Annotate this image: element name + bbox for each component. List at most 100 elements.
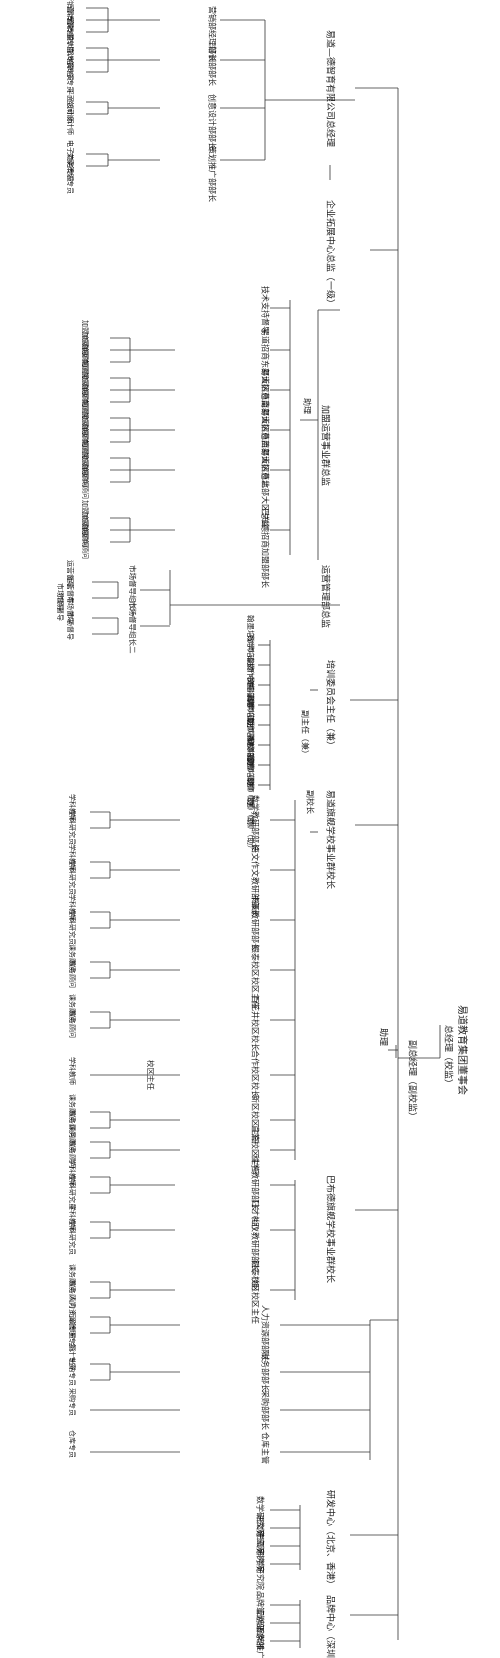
opsmgmt-leaf-1-0: 市场督导 [66,596,75,624]
ops-leaf-3-2: 加盟商顾问 [81,424,90,459]
ops-leaf-3-0: 加盟商顾问 [81,400,90,435]
trainer-2: 语文作文培训师（注）（师）（助） [246,655,256,768]
sub-ydcity-0: 营销部经理部长 [208,6,218,62]
school-leaf-1-1: 学科研究员 [68,860,77,895]
func-leaf-0-1: 行政专员 [68,1311,77,1339]
school-sub-note-5: 校区主任 [146,1060,156,1090]
trainer-1: 数学培训师（注）（师）（助） [246,635,256,733]
ops-leaf-2-1: 加盟商顾问 [81,372,90,407]
trainer-0: 翰墨培训师（注）（师）（助） [246,615,256,713]
ops-leaf-5-0: 加盟商顾问 [81,500,90,535]
school-leaf-7-1: 教务顾问 [68,1140,77,1168]
general-manager: 总经理（校监） [443,1025,455,1088]
babude-leaf-1-1: 学科研究员 [68,1220,77,1255]
trainer-5: 口才培训师（注）（师）（助） [246,715,256,813]
ops-sub-3: 易道招商西部大区总监 [261,408,271,488]
leaf-ydcity-0-2: 营销部专员 [66,18,75,53]
opsmgmt-extra-1: 市场督导 [56,593,65,621]
ops-leaf-5-1: 加盟商顾问 [81,512,90,547]
leaf-ydcity-1-2: 培训部专员 [66,58,75,93]
ops-leaf-1-2: 加盟商顾问 [81,344,90,379]
node-labels: 易道教育集团董事会总经理（校监）副总经理（副校监）助理易道—德智育有限公司总经理… [56,0,469,1658]
school-principal: 易道旗舰学校事业群校长 [325,790,337,889]
ops-leaf-3-1: 加盟商顾问 [81,412,90,447]
school-sub-0: 数学教研部部长 [251,795,261,851]
leaf-ydcity-0-0: 营销部专员 [66,0,75,29]
ops-sub-4: 易道招商北部大区总监 [261,448,271,528]
opsmgmt-leaf-0-1: 运营督导 [66,576,75,604]
school-leaf-4-1: 教务顾问 [68,1010,77,1038]
babude-sub-1: 口才礼仪教研部部长（组） [251,1200,261,1296]
sub-ydcity-3: 策划推广部部长 [208,146,218,202]
branch-expansion: 企业拓展中心总监（一级） [325,200,337,308]
school-leaf-0-0: 学科教师 [68,794,77,822]
school-sub-6: 新区校区主任 [251,1095,261,1143]
func-sub-0: 人力资源部部长 [261,1305,271,1361]
sub-ydcity-2: 创意设计部部长 [208,94,218,150]
school-leaf-6-0: 课务顾问 [68,1094,77,1122]
func-leaf-0-0: 人力资源管理专员 [68,1295,77,1351]
rnd-leaf-1: 语文研究院 [256,1514,266,1554]
leaf-ydcity-2-0: 平面设计师 [66,88,75,123]
babude-leaf-0-1: 学科研究员 [68,1175,77,1210]
school-sub-3: 银泰校区校区主任 [251,945,261,1009]
ops-leaf-1-0: 加盟商顾问 [81,320,90,355]
ops-leaf-4-1: 加盟商顾问 [81,452,90,487]
rnd-leaf-2: 书画研究院 [256,1532,266,1572]
leaf-ydcity-1-1: 培训部专员 [66,46,75,81]
brand-leaf-0: 品牌策划部 [256,1591,266,1631]
brand-center: 品牌中心（深圳） [325,1595,337,1658]
func-leaf-2-0: 采购专员 [68,1388,77,1416]
brand-leaf-2: 品牌推广部 [256,1627,266,1658]
babude-leaf-2-1: 教务顾问 [68,1280,77,1308]
school-leaf-6-1: 教务顾问 [68,1110,77,1138]
ops-director: 加盟运营事业群总监 [320,405,332,486]
trainer-4: 科学培训师（注）（师）（助） [246,695,256,793]
leaf-ydcity-2-1: 空间设计师 [66,100,75,135]
training-director: 培训委员会主任（兼） [325,660,337,750]
func-sub-2: 采购部部长 [261,1390,271,1430]
opsmgmt-group-0: 市场督导组长一 [128,565,138,618]
school-sub-7: 直营校区主任 [251,1125,261,1173]
school-leaf-5-0: 学科教师 [68,1057,77,1085]
trainer-7: 综合培训师（注）（师）（助） [246,755,256,853]
babude-leaf-0-0: 学科教师 [68,1159,77,1187]
babude-principal: 巴布德旗舰学校事业群校长 [325,1175,337,1283]
opsmgmt-leaf-1-1: 市场督导 [66,612,75,640]
leaf-ydcity-1-0: 培训部专员 [66,34,75,69]
sub-ydcity-1: 培训部部长 [208,46,218,86]
ops-sub-2: 易道招商南部大区总监 [261,368,271,448]
ops-leaf-2-2: 加盟商顾问 [81,384,90,419]
ops-sub-5: 巴布德招商加盟部部长 [261,508,271,588]
func-sub-3: 仓库主管 [261,1432,271,1464]
leaf-ydcity-3-1: 文案策划专员 [66,152,75,194]
babude-sub-2: 银泰校区校区主任 [251,1260,261,1324]
opsmgmt-leaf-0-0: 运营督导 [66,560,75,588]
babude-leaf-1-0: 学科教师 [68,1204,77,1232]
ops-leaf-5-2: 加盟商顾问 [81,524,90,559]
ops-leaf-1-1: 加盟商顾问 [81,332,90,367]
school-vice: 副校长 [306,790,316,814]
ops-assistant: 助理 [303,398,313,414]
school-leaf-2-1: 学科研究员 [68,910,77,945]
rnd-leaf-3: 科学研究院 [256,1550,266,1590]
root-assistant: 助理 [378,1028,390,1046]
school-sub-1: 语文作文教研部部长 [251,845,261,917]
babude-sub-0: 科学教研部部长（组） [251,1155,261,1235]
school-leaf-1-0: 学科教师 [68,844,77,872]
ops-leaf-4-2: 加盟商顾问 [81,464,90,499]
ops-sub-0: 技术支持督导 [261,286,271,334]
ops-leaf-2-0: 加盟商顾问 [81,360,90,395]
ops-leaf-4-0: 加盟商顾问 [81,440,90,475]
school-leaf-2-0: 学科教师 [68,894,77,922]
school-leaf-7-0: 课务顾问 [68,1124,77,1152]
babude-leaf-2-0: 课务顾问 [68,1264,77,1292]
school-leaf-3-0: 课务顾问 [68,944,77,972]
rnd-center: 研发中心（北京、香港） [325,1490,337,1589]
school-sub-5: 合作校区校长 [251,1050,261,1098]
opsmgmt-director: 运营管理部总监 [320,565,332,628]
func-sub-1: 财务部部长 [261,1352,271,1392]
func-leaf-1-0: 会计专员 [68,1342,77,1370]
school-leaf-3-1: 教务顾问 [68,960,77,988]
